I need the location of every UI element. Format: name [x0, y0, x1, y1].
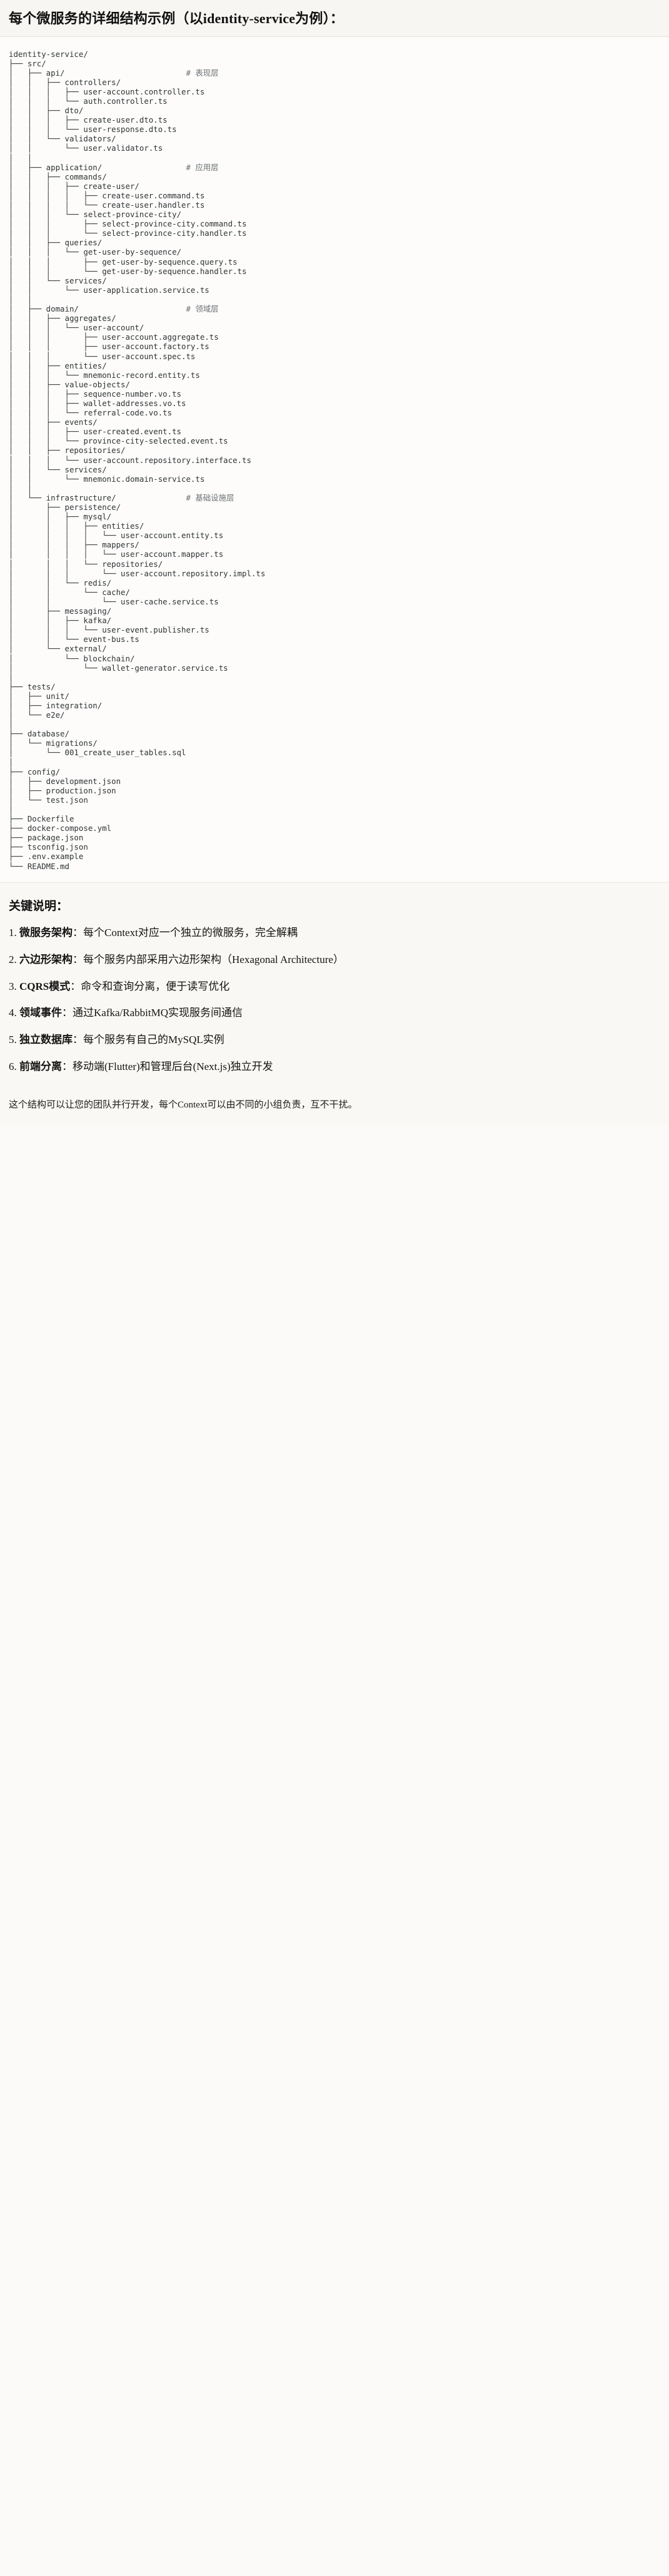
key-point-term: CQRS模式: [19, 980, 71, 992]
key-point-item: 前端分离：移动端(Flutter)和管理后台(Next.js)独立开发: [9, 1060, 660, 1074]
page-title: 每个微服务的详细结构示例（以identity-service为例）：: [9, 11, 344, 26]
key-point-item: 领域事件：通过Kafka/RabbitMQ实现服务间通信: [9, 1006, 660, 1021]
key-point-term: 独立数据库: [19, 1034, 73, 1046]
tree-comment: # 应用层: [186, 162, 219, 172]
tree-comment: # 领域层: [186, 304, 219, 314]
key-points-title: 关键说明：: [9, 899, 69, 913]
directory-tree-text: identity-service/ ├── src/ │ ├── api/ # …: [9, 49, 266, 871]
key-point-description: 通过Kafka/RabbitMQ实现服务间通信: [73, 1007, 243, 1019]
key-point-separator: ：: [62, 1007, 73, 1019]
key-point-separator: ：: [62, 1061, 73, 1073]
key-points-list: 微服务架构：每个Context对应一个独立的微服务，完全解耦六边形架构：每个服务…: [9, 926, 660, 1075]
tree-comment: # 基础设施层: [186, 492, 234, 502]
directory-tree-block: identity-service/ ├── src/ │ ├── api/ # …: [0, 36, 669, 883]
key-point-description: 每个服务有自己的MySQL实例: [83, 1034, 224, 1046]
tree-comment: # 表现层: [186, 68, 219, 78]
key-point-description: 移动端(Flutter)和管理后台(Next.js)独立开发: [73, 1061, 273, 1073]
closing-paragraph: 这个结构可以让您的团队并行开发，每个Context可以由不同的小组负责，互不干扰…: [9, 1100, 358, 1111]
key-point-description: 每个服务内部采用六边形架构（Hexagonal Architecture）: [83, 953, 344, 965]
key-point-separator: ：: [73, 953, 83, 965]
key-point-item: 微服务架构：每个Context对应一个独立的微服务，完全解耦: [9, 926, 660, 940]
key-point-term: 领域事件: [19, 1007, 62, 1019]
key-point-separator: ：: [73, 926, 83, 939]
document-header: 每个微服务的详细结构示例（以identity-service为例）：: [0, 0, 669, 37]
key-point-term: 微服务架构: [19, 926, 73, 939]
closing-paragraph-section: 这个结构可以让您的团队并行开发，每个Context可以由不同的小组负责，互不干扰…: [0, 1092, 669, 1124]
key-point-item: 独立数据库：每个服务有自己的MySQL实例: [9, 1033, 660, 1047]
document-page: 每个微服务的详细结构示例（以identity-service为例）： ident…: [0, 0, 669, 1124]
key-point-item: 六边形架构：每个服务内部采用六边形架构（Hexagonal Architectu…: [9, 953, 660, 967]
key-point-description: 命令和查询分离，便于读写优化: [81, 980, 230, 992]
key-point-separator: ：: [70, 980, 81, 992]
key-point-item: CQRS模式：命令和查询分离，便于读写优化: [9, 980, 660, 994]
key-point-separator: ：: [73, 1034, 83, 1046]
key-point-description: 每个Context对应一个独立的微服务，完全解耦: [83, 926, 298, 939]
key-points-section: 关键说明： 微服务架构：每个Context对应一个独立的微服务，完全解耦六边形架…: [0, 882, 669, 1092]
key-point-term: 前端分离: [19, 1061, 62, 1073]
directory-tree: identity-service/ ├── src/ │ ├── api/ # …: [9, 49, 660, 871]
key-point-term: 六边形架构: [19, 953, 73, 965]
